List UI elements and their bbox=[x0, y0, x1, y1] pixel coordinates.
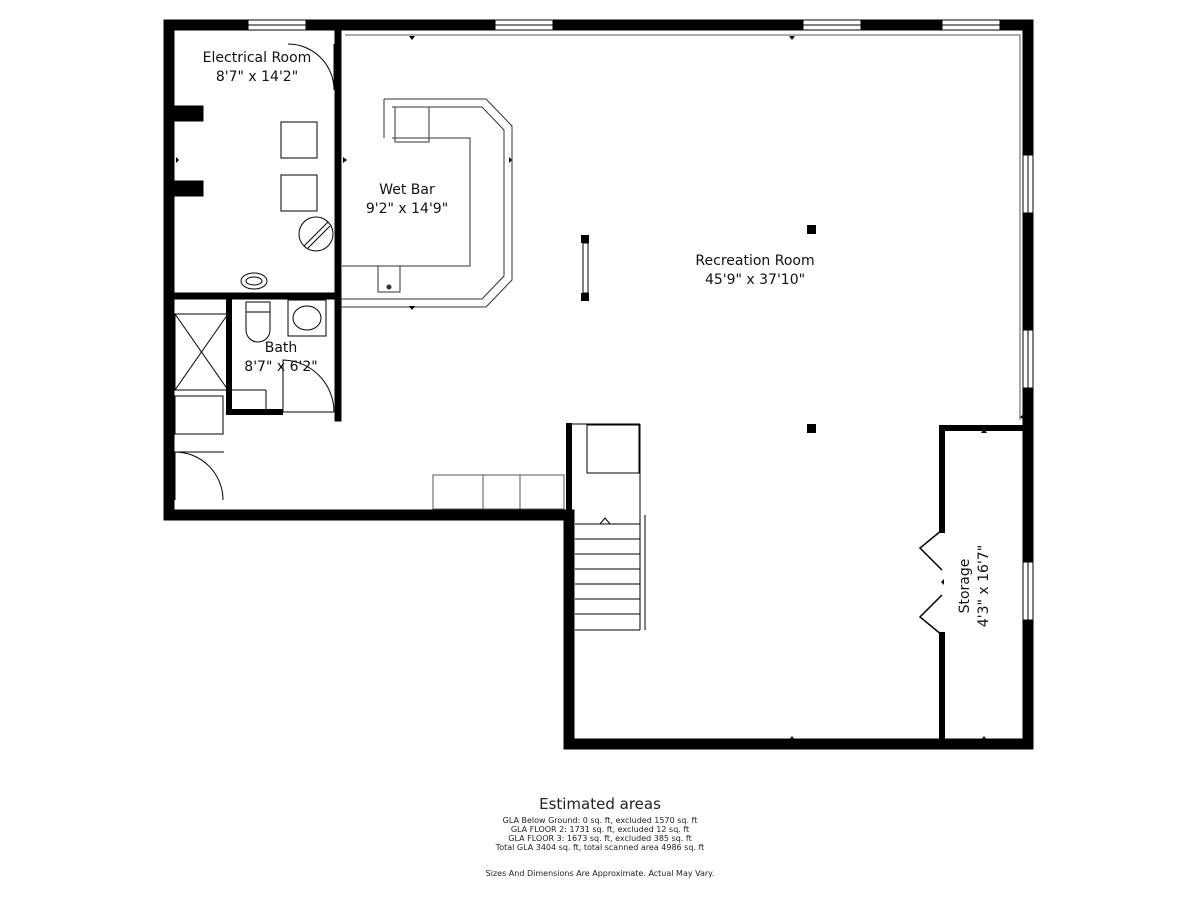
disclaimer: Sizes And Dimensions Are Approximate. Ac… bbox=[485, 869, 715, 878]
electrical-door bbox=[287, 43, 335, 91]
columns bbox=[581, 225, 816, 433]
room-dimensions: 4'3" x 16'7" bbox=[976, 544, 992, 628]
area-line: GLA Below Ground: 0 sq. ft, excluded 157… bbox=[502, 816, 698, 825]
room-dimensions: 8'7" x 14'2" bbox=[215, 69, 299, 85]
room-label-electrical: Electrical Room 8'7" x 14'2" bbox=[186, 49, 328, 87]
wet-bar-counter bbox=[340, 98, 513, 308]
bath-fixtures bbox=[174, 299, 335, 413]
room-name: Bath bbox=[264, 340, 298, 356]
area-line: GLA FLOOR 3: 1673 sq. ft, excluded 385 s… bbox=[508, 834, 692, 843]
room-label-wet-bar: Wet Bar 9'2" x 14'9" bbox=[345, 181, 469, 219]
room-name: Storage bbox=[957, 558, 973, 614]
room-label-bath: Bath 8'7" x 6'2" bbox=[233, 339, 329, 377]
room-name: Wet Bar bbox=[379, 182, 435, 198]
room-name: Recreation Room bbox=[695, 253, 815, 269]
room-label-recreation: Recreation Room 45'9" x 37'10" bbox=[670, 252, 840, 290]
room-dimensions: 9'2" x 14'9" bbox=[365, 201, 449, 217]
room-label-storage: Storage 4'3" x 16'7" bbox=[956, 536, 994, 636]
area-line: Total GLA 3404 sq. ft, total scanned are… bbox=[495, 843, 705, 852]
markers bbox=[176, 36, 1024, 740]
outer-wall-left bbox=[163, 19, 575, 521]
area-line: GLA FLOOR 2: 1731 sq. ft, excluded 12 sq… bbox=[510, 825, 690, 834]
outer-wall-top bbox=[163, 19, 1034, 750]
stairs bbox=[569, 423, 646, 631]
electrical-fixtures bbox=[174, 105, 334, 290]
cabinet bbox=[432, 474, 565, 510]
room-dimensions: 45'9" x 37'10" bbox=[704, 272, 806, 288]
outer-wall-bottom bbox=[563, 509, 1034, 750]
room-name: Electrical Room bbox=[202, 50, 312, 66]
estimated-areas-title: Estimated areas bbox=[539, 795, 661, 813]
room-dimensions: 8'7" x 6'2" bbox=[244, 359, 318, 375]
storage-opening bbox=[918, 529, 943, 636]
